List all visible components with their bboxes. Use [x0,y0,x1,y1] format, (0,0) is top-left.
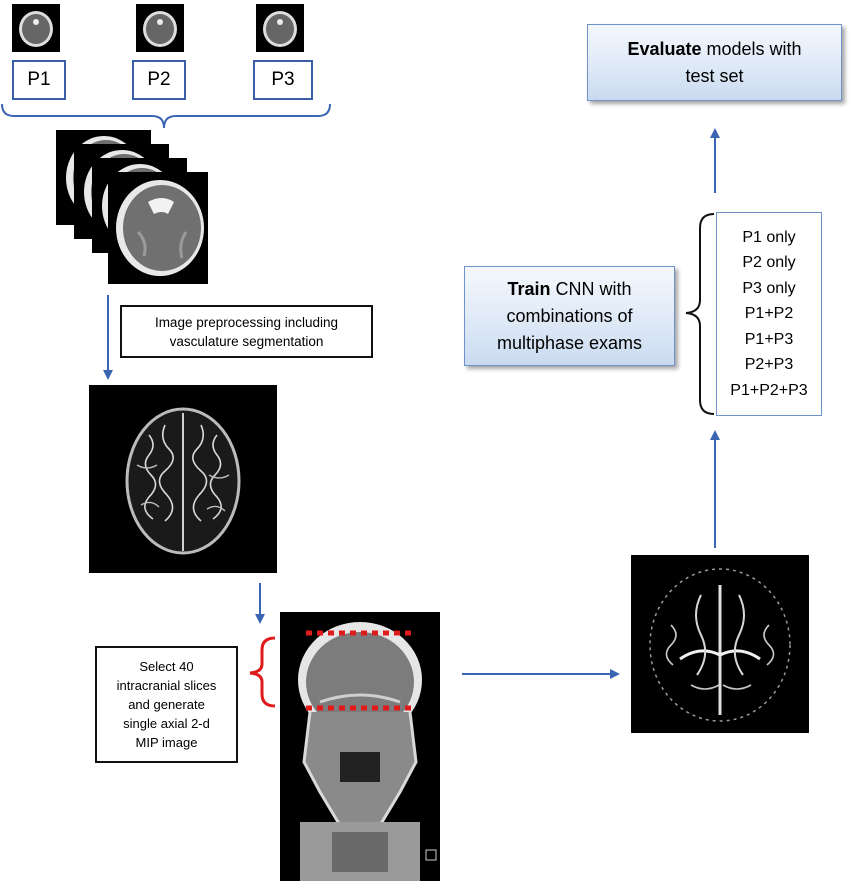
slice-selection-step-box: Select 40 intracranial slices and genera… [95,646,238,763]
slice-range-brace [249,636,276,708]
evaluate-line-1-rest: models with [701,38,802,59]
combination-item: P1+P3 [744,330,794,348]
slice-selection-line-2: intracranial slices [116,678,217,693]
phase-1-thumbnail [12,4,60,52]
phase-brace [1,103,331,129]
slice-selection-line-3: and generate [128,697,205,712]
slice-selection-line-1: Select 40 [139,659,194,674]
combination-item: P1+P2 [744,305,794,323]
train-line-2: combinations of [506,305,633,326]
combination-item: P3 only [742,279,796,297]
phase-3-label: P3 [253,60,313,100]
train-bold-word: Train [507,278,551,299]
phase-combinations-list: P1 only P2 only P3 only P1+P2 P1+P3 P2+P… [716,212,822,416]
phase-3-thumbnail [256,4,304,52]
ct-slice-stack [56,130,211,285]
coronal-ct-image [280,612,440,881]
combination-item: P1 only [742,228,796,246]
evaluate-bold-word: Evaluate [627,38,702,59]
phase-2-label: P2 [132,60,186,100]
train-step-box: Train CNN with combinations of multiphas… [464,266,675,366]
preprocessing-text: Image preprocessing including vasculatur… [154,314,339,349]
preprocessing-step-box: Image preprocessing including vasculatur… [120,305,373,358]
combination-item: P1+P2+P3 [730,381,808,399]
train-line-1-rest: CNN with [550,278,632,299]
phase-2-thumbnail [136,4,184,52]
slice-selection-line-4: single axial 2-d [123,716,210,731]
train-line-1: Train CNN with [507,276,631,303]
slice-selection-line-5: MIP image [135,735,198,750]
evaluate-line-2: test set [685,65,744,86]
combination-item: P2 only [742,254,796,272]
combination-item: P2+P3 [744,356,794,374]
combinations-brace [685,213,715,415]
train-line-3: multiphase exams [496,332,643,353]
phase-1-label: P1 [12,60,66,100]
evaluate-line-1: Evaluate models with [627,36,801,63]
mip-image [631,555,809,733]
segmented-vasculature-image [89,385,277,573]
evaluate-step-box: Evaluate models with test set [587,24,842,101]
